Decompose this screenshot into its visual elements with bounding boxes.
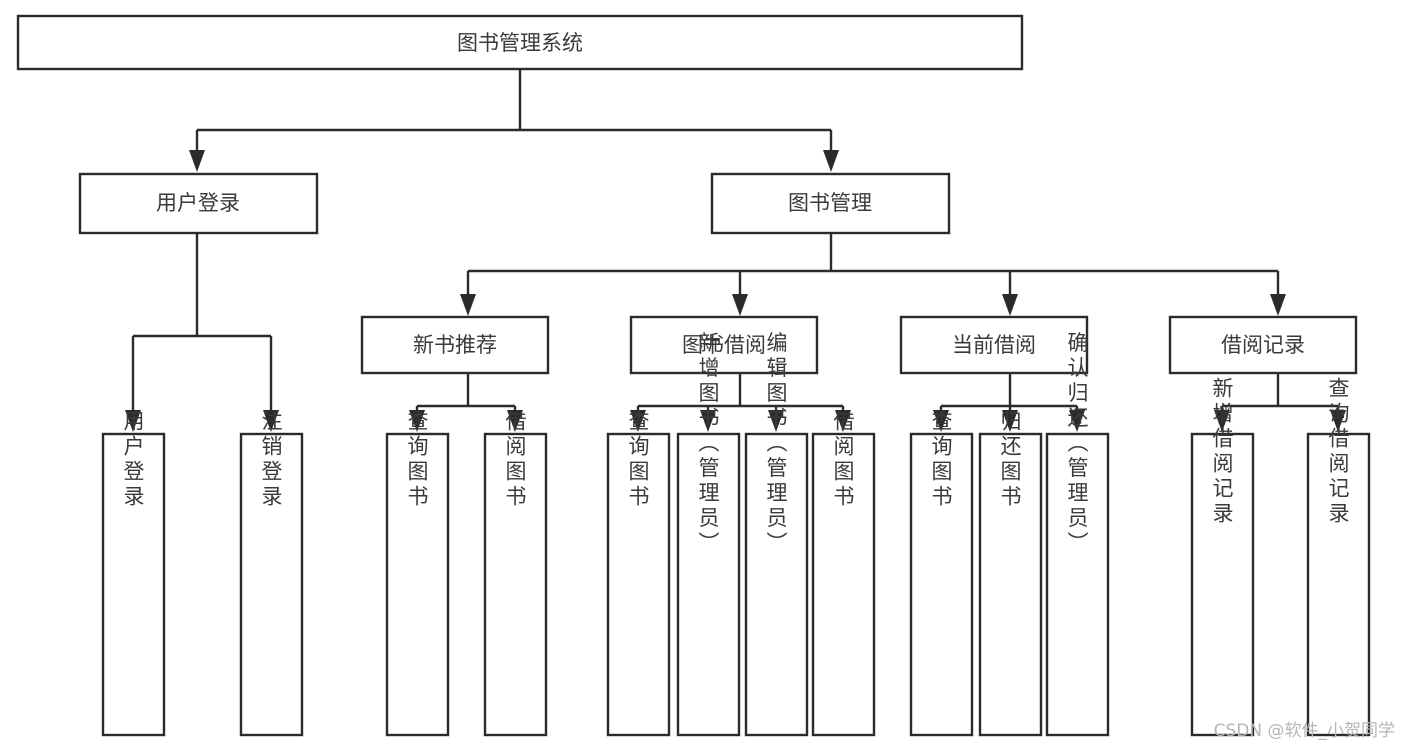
node-user-login[interactable]: 用户登录	[78, 172, 319, 235]
leaf-user-login-box[interactable]	[101, 432, 166, 737]
borrow-record-box[interactable]	[1168, 315, 1358, 375]
leaf-borrow-book-box[interactable]	[811, 432, 876, 737]
node-leaf-borrow-book[interactable]: 借阅图书	[811, 410, 876, 737]
user-login-label: 用户登录	[156, 191, 240, 215]
current-borrow-box[interactable]	[899, 315, 1089, 375]
node-leaf-edit-book-admin[interactable]: 编辑图书（管理员）	[744, 332, 809, 737]
leaf-borrow-book-newbook-box[interactable]	[483, 432, 548, 737]
book-management-box[interactable]	[710, 172, 951, 235]
node-leaf-query-book-borrow[interactable]: 查询图书	[606, 410, 671, 737]
leaf-logout-label: 注销登录	[259, 410, 283, 510]
arrowhead-leaf-user-login	[125, 410, 141, 432]
leaf-query-book-current-box[interactable]	[909, 432, 974, 737]
arrowhead-bookborrow-leaf-1	[630, 410, 646, 432]
node-leaf-query-book-current[interactable]: 查询图书	[909, 410, 974, 737]
book-borrow-box[interactable]	[629, 315, 819, 375]
new-book-recommend-box[interactable]	[360, 315, 550, 375]
connector-layer	[125, 69, 1346, 432]
leaf-user-login-label: 用户登录	[121, 410, 145, 510]
book-borrow-label: 图书借阅	[682, 333, 766, 357]
arrowhead-borrowrecord-leaf-1	[1214, 410, 1230, 432]
arrowhead-book-borrow	[732, 294, 748, 316]
borrow-record-label: 借阅记录	[1221, 333, 1305, 357]
leaf-query-book-borrow-box[interactable]	[606, 432, 671, 737]
node-leaf-confirm-return-admin[interactable]: 确认归还（管理员）	[1045, 332, 1110, 737]
leaf-confirm-return-admin-label: 确认归还（管理员）	[1065, 332, 1089, 557]
node-leaf-add-book-admin[interactable]: 新增图书（管理员）	[676, 332, 741, 737]
node-leaf-query-borrow-record[interactable]: 查询借阅记录	[1306, 377, 1371, 737]
leaf-edit-book-admin-box[interactable]	[744, 432, 809, 737]
leaf-query-book-borrow-label: 查询图书	[626, 410, 650, 510]
leaf-add-book-admin-label: 新增图书（管理员）	[696, 332, 720, 557]
arrowhead-currentborrow-leaf-1	[933, 410, 949, 432]
node-book-management[interactable]: 图书管理	[710, 172, 951, 235]
leaf-query-book-current-label: 查询图书	[929, 410, 953, 510]
node-leaf-query-book-newbook[interactable]: 查询图书	[385, 410, 450, 737]
leaf-add-borrow-record-label: 新增借阅记录	[1210, 377, 1234, 527]
leaf-query-book-newbook-box[interactable]	[385, 432, 450, 737]
leaf-return-book-label: 归还图书	[998, 410, 1022, 510]
node-leaf-borrow-book-newbook[interactable]: 借阅图书	[483, 410, 548, 737]
root-label: 图书管理系统	[457, 31, 583, 55]
arrowhead-book-manage	[823, 150, 839, 172]
arrowhead-newbook-leaf-2	[507, 410, 523, 432]
user-login-box[interactable]	[78, 172, 319, 235]
arrowhead-current-borrow	[1002, 294, 1018, 316]
node-leaf-add-borrow-record[interactable]: 新增借阅记录	[1190, 377, 1255, 737]
leaf-query-borrow-record-box[interactable]	[1306, 432, 1371, 737]
leaf-query-book-newbook-label: 查询图书	[405, 410, 429, 510]
arrowhead-borrowrecord-leaf-2	[1330, 410, 1346, 432]
arrowhead-currentborrow-leaf-3	[1069, 410, 1085, 432]
leaf-add-borrow-record-box[interactable]	[1190, 432, 1255, 737]
arrowhead-borrow-record	[1270, 294, 1286, 316]
node-borrow-record[interactable]: 借阅记录	[1168, 315, 1358, 375]
node-leaf-return-book[interactable]: 归还图书	[978, 410, 1043, 737]
leaf-borrow-book-newbook-label: 借阅图书	[503, 410, 527, 510]
arrowhead-currentborrow-leaf-2	[1002, 410, 1018, 432]
node-book-borrow[interactable]: 图书借阅	[629, 315, 819, 375]
leaf-add-book-admin-box[interactable]	[676, 432, 741, 737]
node-current-borrow[interactable]: 当前借阅	[899, 315, 1089, 375]
leaf-return-book-box[interactable]	[978, 432, 1043, 737]
leaf-logout-box[interactable]	[239, 432, 304, 737]
arrowhead-bookborrow-leaf-3	[768, 410, 784, 432]
node-root-book-management-system[interactable]: 图书管理系统	[16, 14, 1024, 71]
leaf-borrow-book-label: 借阅图书	[831, 410, 855, 510]
arrowhead-new-book-recommend	[460, 294, 476, 316]
node-new-book-recommend[interactable]: 新书推荐	[360, 315, 550, 375]
arrowhead-leaf-logout	[263, 410, 279, 432]
arrowhead-newbook-leaf-1	[409, 410, 425, 432]
arrowhead-bookborrow-leaf-2	[700, 410, 716, 432]
leaf-edit-book-admin-label: 编辑图书（管理员）	[764, 332, 788, 557]
arrowhead-user-login	[189, 150, 205, 172]
current-borrow-label: 当前借阅	[952, 333, 1036, 357]
book-management-label: 图书管理	[788, 191, 872, 215]
new-book-recommend-label: 新书推荐	[413, 333, 497, 357]
leaf-query-borrow-record-label: 查询借阅记录	[1326, 377, 1350, 527]
node-leaf-logout[interactable]: 注销登录	[239, 410, 304, 737]
arrowhead-bookborrow-leaf-4	[835, 410, 851, 432]
root-box[interactable]	[16, 14, 1024, 71]
leaf-confirm-return-admin-box[interactable]	[1045, 432, 1110, 737]
node-leaf-user-login[interactable]: 用户登录	[101, 410, 166, 737]
